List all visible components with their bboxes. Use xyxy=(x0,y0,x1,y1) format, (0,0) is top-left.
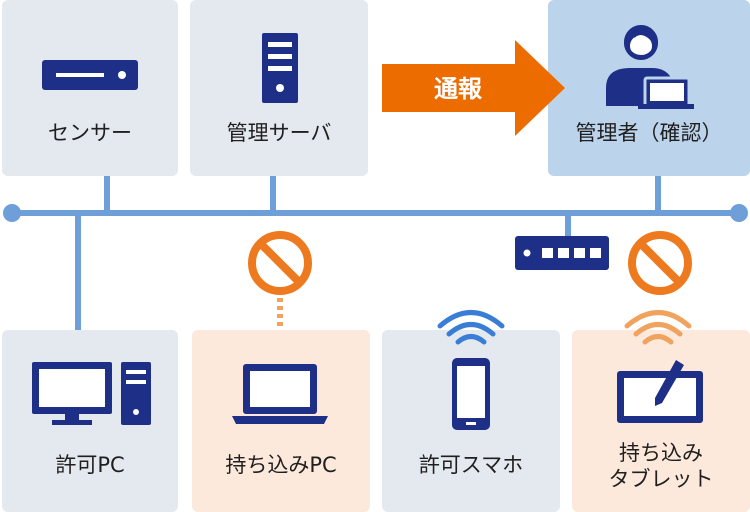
tablet-brought-label: 持ち込み タブレット xyxy=(608,441,714,491)
network-end-left xyxy=(3,204,21,222)
laptop-icon xyxy=(232,364,328,424)
desktop-pc-icon xyxy=(32,362,151,425)
smartphone-icon xyxy=(452,358,490,430)
server-label: 管理サーバ xyxy=(226,121,332,145)
admin-person-icon xyxy=(606,25,694,109)
tablet-stylus-icon xyxy=(617,360,703,423)
wifi-icon-tablet xyxy=(624,310,692,345)
network-end-right xyxy=(730,204,748,222)
pc-brought-label: 持ち込みPC xyxy=(225,453,337,477)
pc-allowed-label: 許可PC xyxy=(55,453,125,477)
sensor-label: センサー xyxy=(48,121,132,145)
network-switch-icon xyxy=(515,236,609,270)
prohibited-icon-tablet xyxy=(628,231,692,295)
notify-arrow-label: 通報 xyxy=(434,75,483,103)
notify-arrow xyxy=(382,40,565,136)
sensor-box: センサー xyxy=(2,0,178,176)
sensor-icon xyxy=(42,60,138,90)
phone-allowed-label: 許可スマホ xyxy=(418,453,524,477)
wifi-icon-phone xyxy=(437,310,505,345)
network-lines xyxy=(12,176,739,330)
prohibited-icon-pc xyxy=(248,231,312,295)
server-icon xyxy=(262,33,298,103)
server-box: 管理サーバ xyxy=(190,0,368,176)
admin-label: 管理者（確認） xyxy=(575,121,723,145)
